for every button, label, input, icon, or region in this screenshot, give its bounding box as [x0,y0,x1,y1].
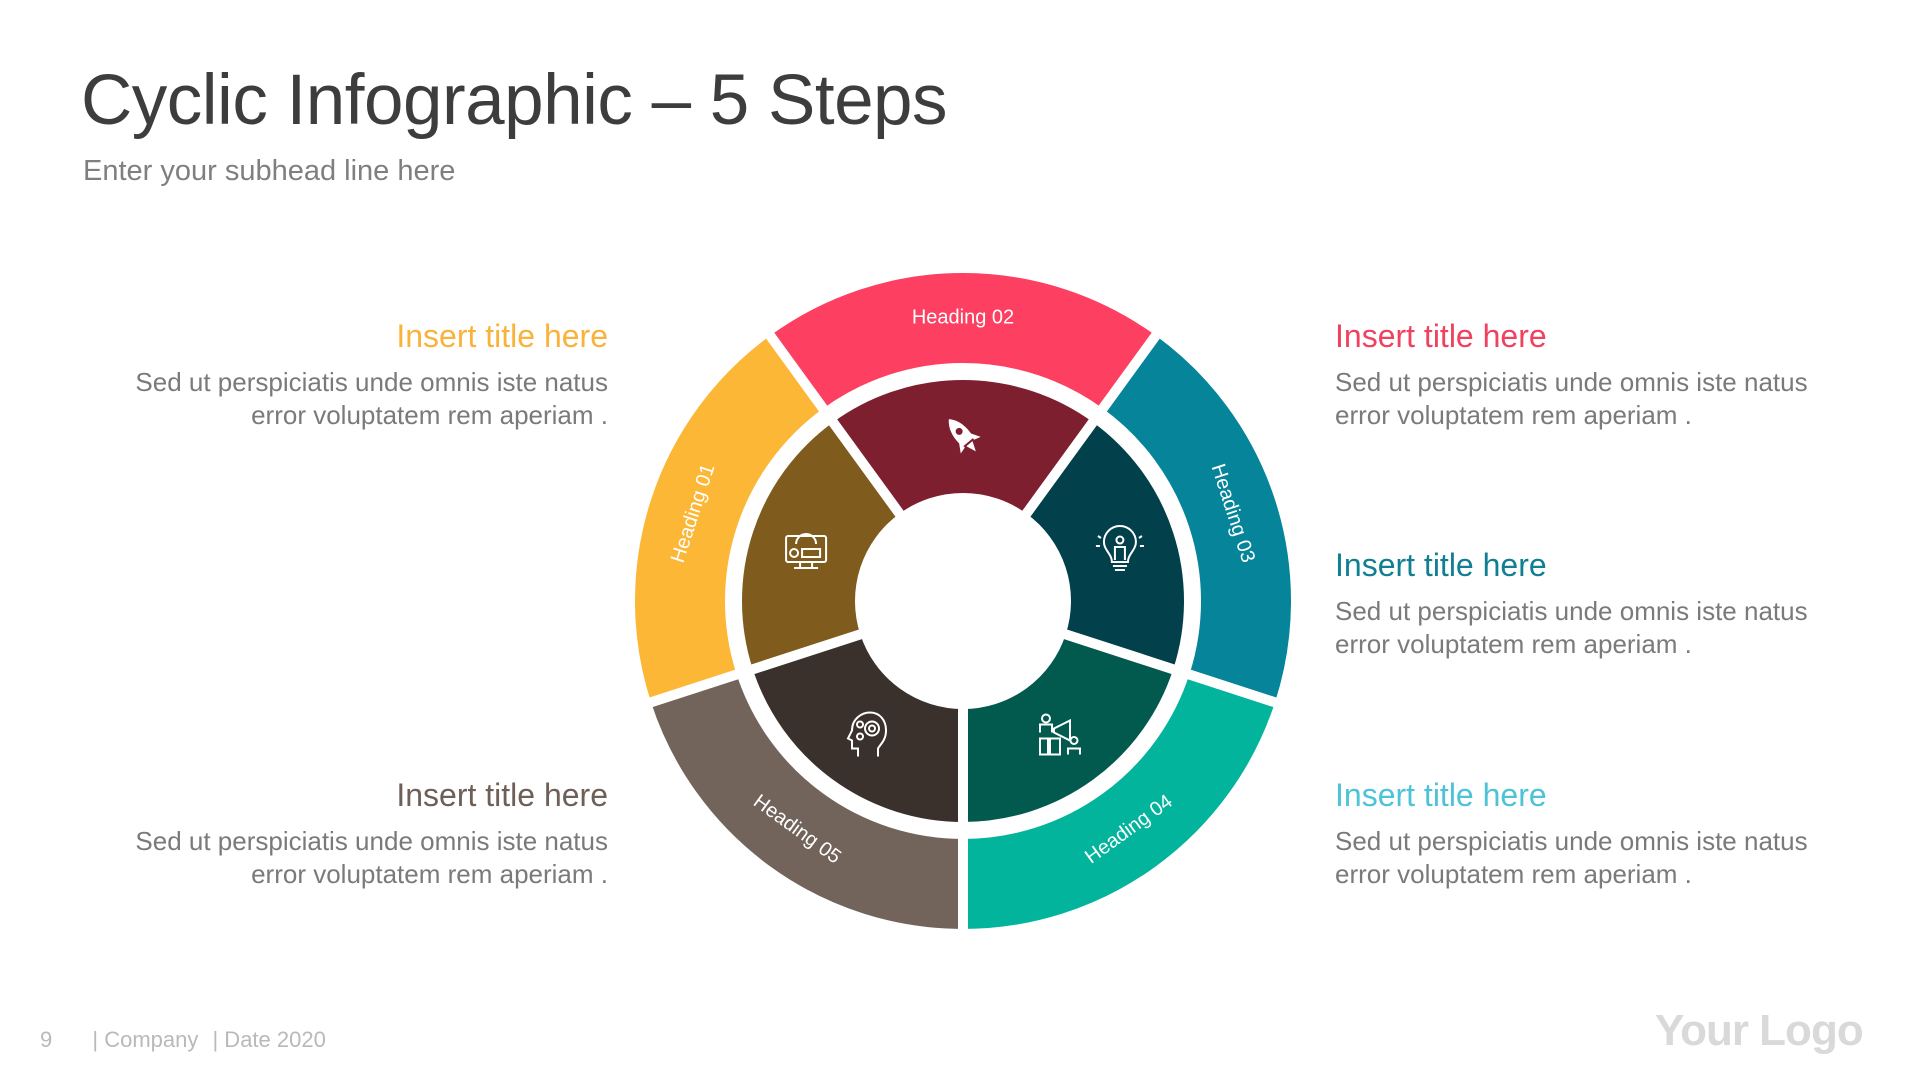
page-subhead: Enter your subhead line here [83,155,456,187]
step-03-desc-line-2: error voluptatem rem aperiam . [1335,629,1692,659]
inner-segment-05 [743,627,968,832]
wheel-segments [625,263,1301,939]
step-03-desc-line-1: Sed ut perspiciatis unde omnis iste natu… [1335,596,1808,626]
company-logo: Your Logo [1655,1006,1864,1055]
step-04-description: Sed ut perspiciatis unde omnis iste natu… [1335,825,1855,891]
step-05-title: Insert title here [396,777,608,813]
step-02-desc-line-1: Sed ut perspiciatis unde omnis iste natu… [1335,367,1808,397]
page-number: 9 [40,1027,53,1052]
step-05-description: Sed ut perspiciatis unde omnis iste natu… [88,825,608,891]
step-01-text-block: Insert title here Sed ut perspiciatis un… [88,316,608,432]
footer-date: | Date 2020 [212,1027,326,1052]
step-05-text-block: Insert title here Sed ut perspiciatis un… [88,775,608,891]
step-05-desc-line-2: error voluptatem rem aperiam . [251,859,608,889]
step-04-desc-line-2: error voluptatem rem aperiam . [1335,859,1692,889]
step-02-desc-line-2: error voluptatem rem aperiam . [1335,400,1692,430]
step-02-title: Insert title here [1335,318,1547,354]
lightbulb-person-icon [1095,525,1144,572]
footer: 9 | Company | Date 2020 [40,1027,334,1053]
megaphone-team-icon [1038,713,1081,756]
step-03-text-block: Insert title here Sed ut perspiciatis un… [1335,545,1855,661]
step-03-description: Sed ut perspiciatis unde omnis iste natu… [1335,595,1855,661]
step-01-desc-line-2: error voluptatem rem aperiam . [251,400,608,430]
monitor-gear-dashboard-icon [785,533,828,570]
rocket-icon [948,419,981,454]
head-gears-icon [846,711,888,757]
inner-segment-03 [1018,413,1194,676]
step-01-description: Sed ut perspiciatis unde omnis iste natu… [88,366,608,432]
step-05-desc-line-1: Sed ut perspiciatis unde omnis iste natu… [135,826,608,856]
step-03-title: Insert title here [1335,547,1547,583]
step-01-title: Insert title here [396,318,608,354]
outer-segment-05 [641,668,968,939]
heading-02-label: Heading 02 [912,306,1014,328]
step-04-title: Insert title here [1335,777,1547,813]
step-04-text-block: Insert title here Sed ut perspiciatis un… [1335,775,1855,891]
step-02-description: Sed ut perspiciatis unde omnis iste natu… [1335,366,1855,432]
page-title: Cyclic Infographic – 5 Steps [81,61,948,140]
step-04-desc-line-1: Sed ut perspiciatis unde omnis iste natu… [1335,826,1808,856]
inner-segment-01 [732,413,908,676]
wheel-icons [785,419,1144,757]
step-02-text-block: Insert title here Sed ut perspiciatis un… [1335,316,1855,432]
footer-company: | Company [92,1027,199,1052]
step-01-desc-line-1: Sed ut perspiciatis unde omnis iste natu… [135,367,608,397]
